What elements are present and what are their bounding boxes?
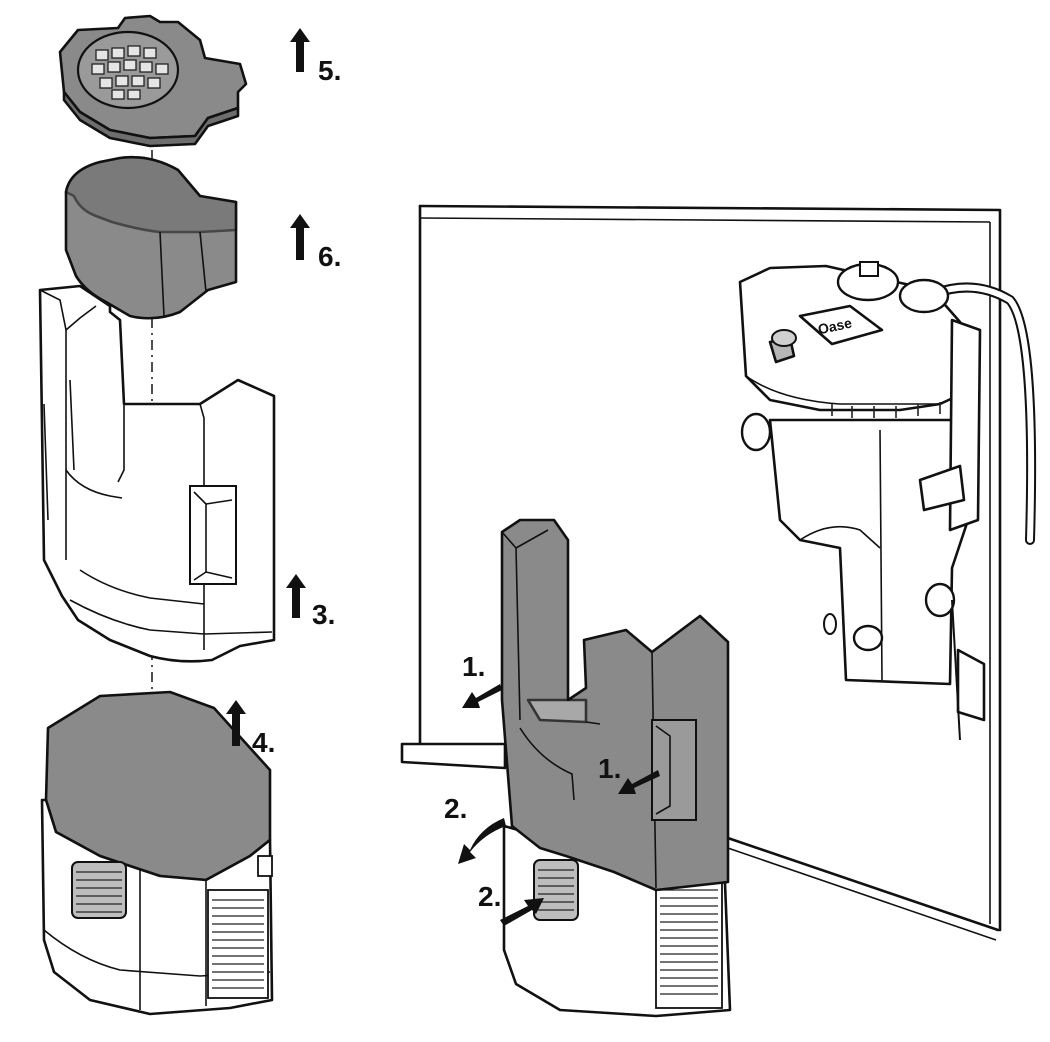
step-label-3: 3. [312, 599, 335, 630]
arrow-tilt-2a-icon [458, 818, 506, 864]
arrow-pull-left-1a-icon [462, 684, 502, 708]
step-label-right-1a: 1. [462, 651, 485, 682]
arrow-up-5-icon [290, 28, 310, 72]
installed-filter [500, 518, 732, 1018]
filter-base-unit [40, 690, 274, 1016]
arrow-up-3-icon [286, 574, 306, 618]
filter-lid [58, 14, 248, 148]
arrow-up-6-icon [290, 214, 310, 260]
step-label-right-2b: 2. [478, 881, 501, 912]
step-label-right-1b: 1. [598, 753, 621, 784]
filter-foam-block [64, 155, 238, 320]
step-label-right-2a: 2. [444, 793, 467, 824]
filter-housing-sleeve [38, 284, 276, 663]
arrow-pull-left-1b-icon [618, 770, 660, 794]
pump-unit: Oase [738, 261, 1037, 741]
step-label-6: 6. [318, 241, 341, 272]
arrow-up-4-icon [226, 700, 246, 746]
step-label-5: 5. [318, 55, 341, 86]
step-label-4: 4. [252, 727, 275, 758]
pump-badge-text: Oase [816, 315, 853, 338]
arrow-push-2b-icon [500, 898, 544, 926]
